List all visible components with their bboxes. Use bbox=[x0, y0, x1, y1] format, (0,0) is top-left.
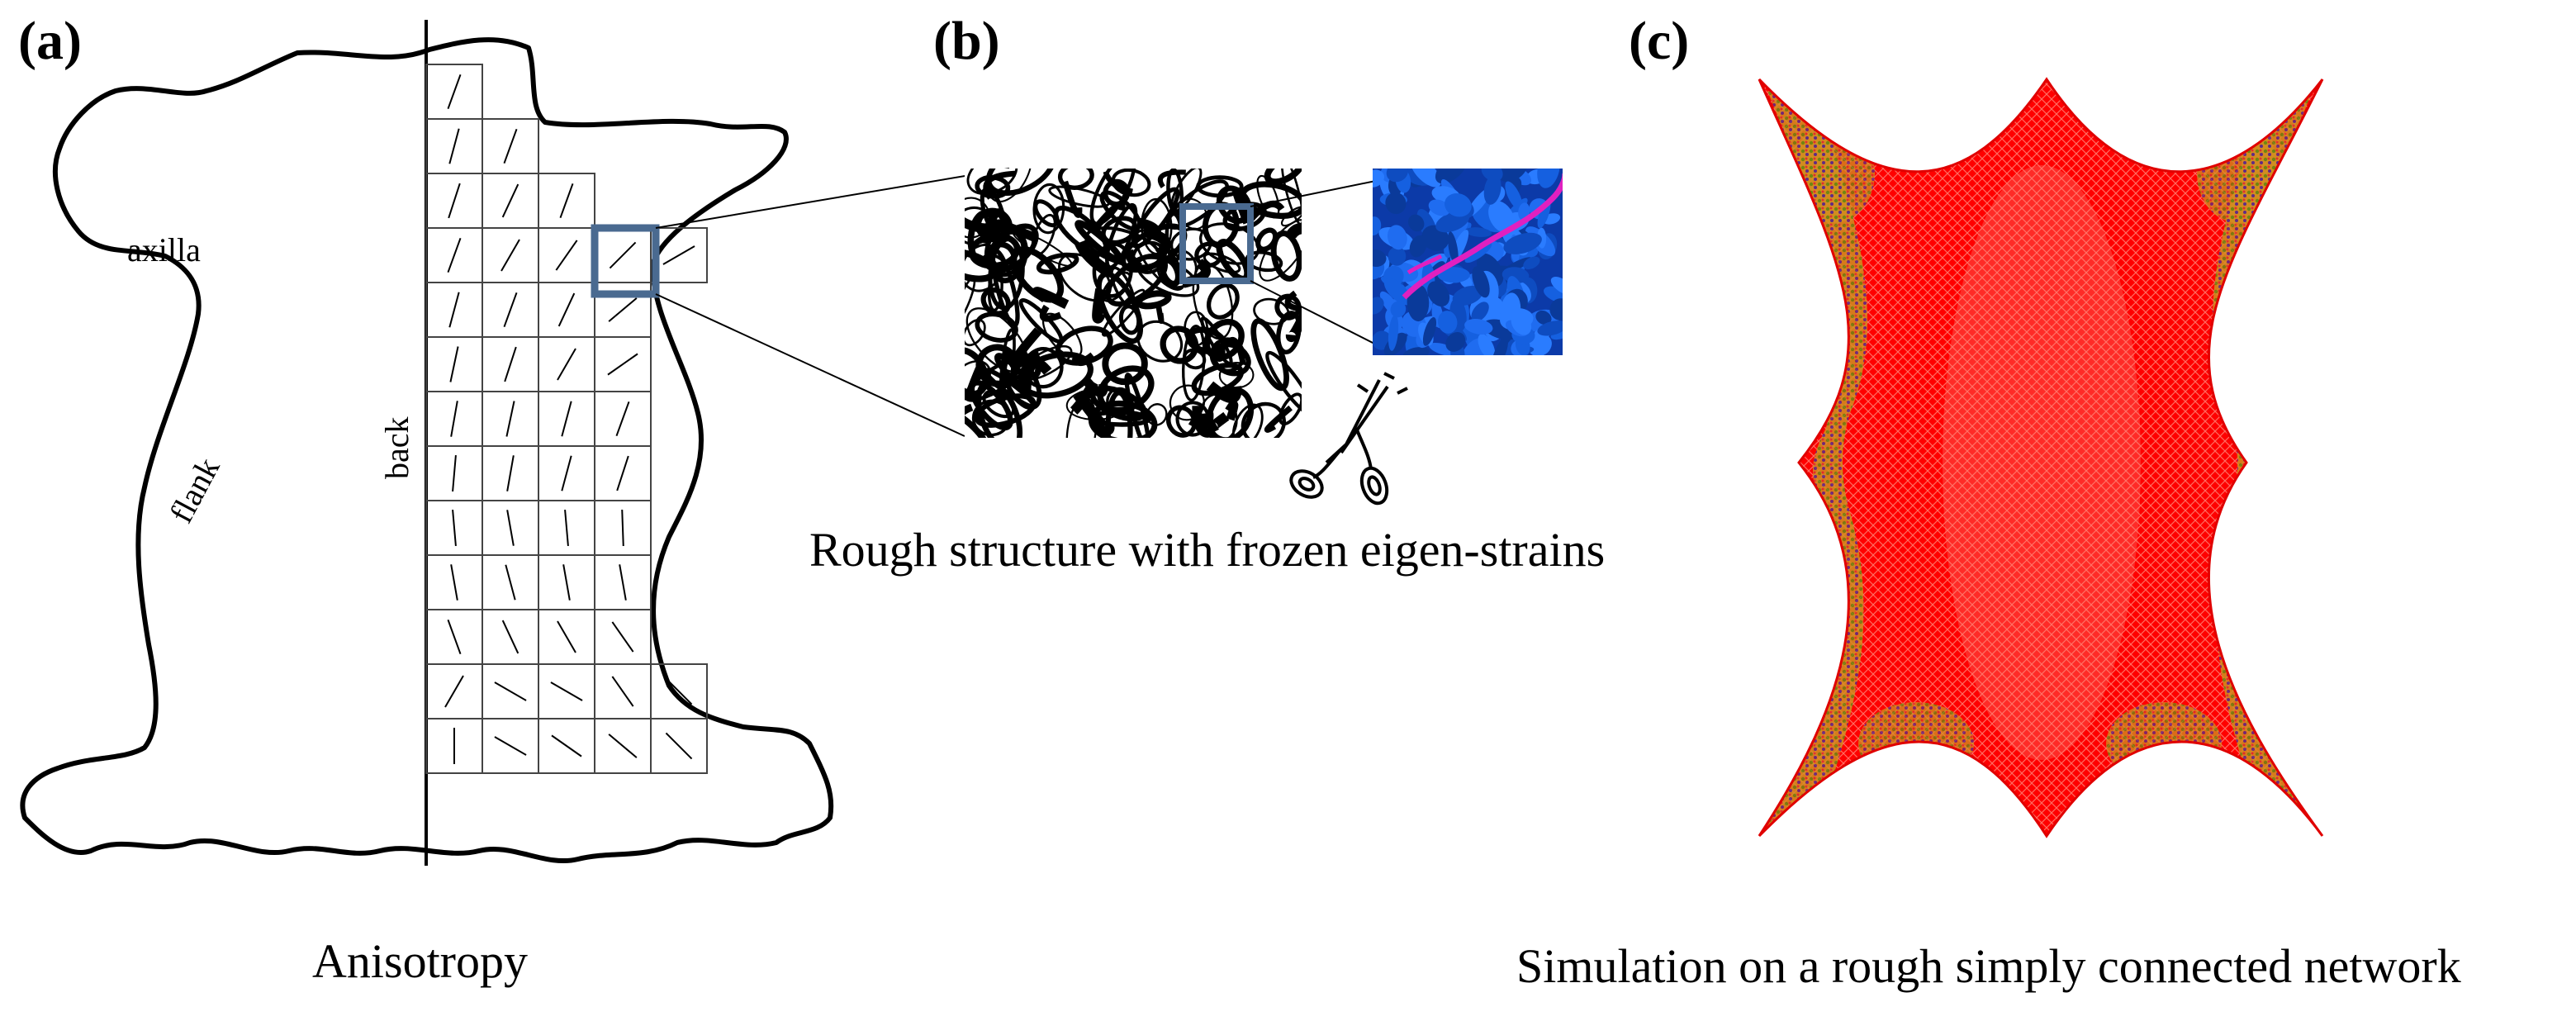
panel-c-label: (c) bbox=[1629, 11, 1690, 71]
fiber-orientation-mark bbox=[557, 620, 576, 653]
zoom-line-top bbox=[655, 168, 1010, 229]
fiber-orientation-mark bbox=[447, 619, 462, 655]
fiber-orientation-mark bbox=[501, 183, 519, 218]
fiber-orientation-mark bbox=[550, 681, 583, 701]
fiber-orientation-mark bbox=[448, 128, 460, 164]
sim-corner-bl bbox=[1858, 702, 1974, 785]
fiber-orientation-mark bbox=[494, 681, 527, 701]
zoom-line-b-bottom bbox=[1250, 280, 1382, 348]
fiber-orientation-mark bbox=[621, 509, 624, 547]
fiber-orientation-mark bbox=[608, 297, 638, 322]
fiber-orientation-mark bbox=[619, 564, 627, 601]
fiber-orientation-mark bbox=[447, 237, 462, 273]
zoom-line-b-top bbox=[1250, 176, 1397, 207]
fiber-orientation-mark bbox=[501, 620, 519, 654]
fiber-orientation-mark bbox=[616, 455, 629, 492]
fiber-orientation-mark bbox=[561, 455, 572, 492]
fiber-orientation-mark bbox=[450, 564, 458, 601]
fiber-orientation-mark bbox=[503, 128, 518, 164]
fiber-orientation-mark bbox=[665, 677, 693, 705]
frozen-strain-path bbox=[1402, 173, 1563, 300]
panel-b-label: (b) bbox=[933, 11, 1000, 71]
fiber-orientation-mark bbox=[505, 564, 516, 601]
scissors-icon bbox=[1289, 372, 1408, 506]
fiber-orientation-mark bbox=[444, 675, 464, 708]
flank-label: flank bbox=[162, 452, 226, 529]
sim-outline bbox=[1758, 77, 2324, 838]
fiber-orientation-mark bbox=[448, 292, 460, 328]
fiber-orientation-mark bbox=[662, 245, 695, 265]
fiber-orientation-mark bbox=[611, 676, 634, 707]
sim-corner-tl bbox=[1792, 124, 1875, 223]
fiber-orientation-mark bbox=[452, 454, 457, 492]
hide-outline bbox=[20, 37, 834, 864]
fiber-orientation-mark bbox=[505, 401, 515, 437]
fiber-orientation-mark bbox=[615, 401, 630, 437]
fiber-orientation-mark bbox=[448, 183, 461, 219]
fiber-orientation-mark bbox=[607, 353, 638, 376]
panel-c-simulation bbox=[1758, 77, 2324, 838]
highlight-box-a bbox=[591, 224, 660, 298]
fiber-orientation-mark bbox=[500, 239, 520, 272]
fiber-orientation-mark bbox=[559, 183, 574, 219]
fiber-orientation-mark bbox=[564, 509, 569, 547]
panel-a-diagram: axilla flank back bbox=[20, 20, 1010, 866]
panel-b-caption: Rough structure with frozen eigen-strain… bbox=[809, 523, 1606, 577]
fiber-orientation-mark bbox=[452, 509, 457, 547]
anisotropy-grid bbox=[425, 64, 708, 774]
panel-b-diagram bbox=[965, 169, 1563, 506]
fiber-orientation-mark bbox=[557, 292, 576, 327]
fiber-orientation-mark bbox=[557, 348, 576, 381]
fiber-micrograph bbox=[965, 169, 1302, 438]
back-label: back bbox=[378, 416, 415, 479]
fiber-orientation-mark bbox=[609, 241, 637, 269]
fiber-network-3d bbox=[1373, 169, 1563, 355]
fiber-orientation-mark bbox=[562, 564, 571, 601]
anisotropy-cell bbox=[650, 227, 708, 283]
panel-a-caption: Anisotropy bbox=[312, 934, 528, 988]
fiber-orientation-mark bbox=[665, 732, 693, 760]
zoom-line-bottom bbox=[655, 293, 965, 437]
sim-corner-tr bbox=[2197, 124, 2279, 223]
highlight-box-b bbox=[1179, 203, 1254, 284]
fiber-orientation-mark bbox=[561, 401, 572, 437]
fiber-orientation-mark bbox=[450, 401, 458, 437]
fiber-orientation-mark bbox=[506, 455, 515, 492]
fiber-orientation-mark bbox=[611, 621, 634, 653]
axilla-label: axilla bbox=[127, 231, 201, 268]
anisotropy-cell bbox=[650, 718, 708, 774]
fiber-orientation-mark bbox=[449, 346, 459, 382]
fiber-orientation-mark bbox=[504, 346, 517, 382]
panel-a-label: (a) bbox=[18, 11, 82, 71]
sim-center-light bbox=[1943, 165, 2141, 760]
fiber-orientation-mark bbox=[555, 240, 578, 271]
fiber-orientation-mark bbox=[447, 74, 462, 110]
fiber-orientation-mark bbox=[494, 736, 527, 756]
fiber-orientation-mark bbox=[506, 510, 515, 546]
panel-c-caption: Simulation on a rough simply connected n… bbox=[1516, 939, 2461, 993]
fiber-orientation-mark bbox=[503, 292, 518, 328]
fiber-orientation-mark bbox=[551, 734, 582, 757]
fiber-orientation-mark bbox=[608, 734, 638, 758]
